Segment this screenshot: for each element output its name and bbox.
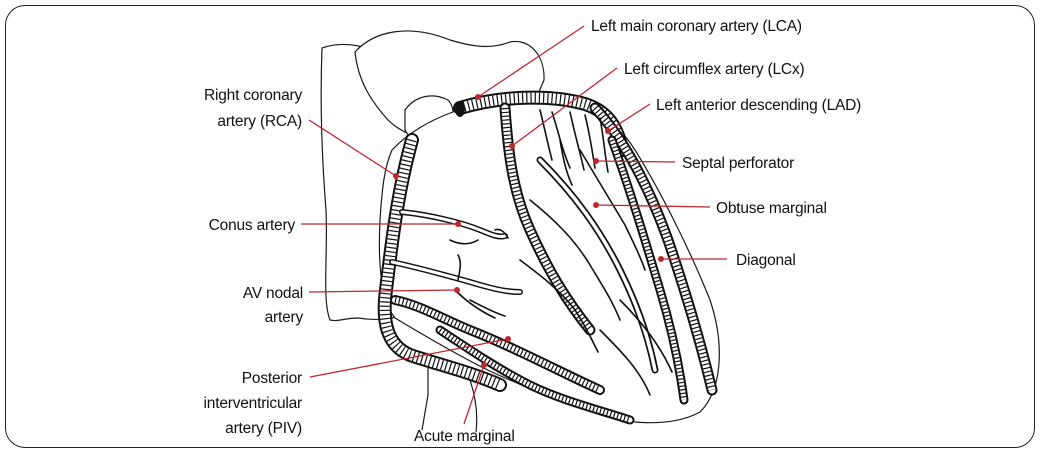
label-piv-line2: interventricular (204, 395, 302, 412)
label-acute: Acute marginal (414, 428, 515, 445)
label-av-line1: AV nodal (243, 285, 303, 302)
dot-acute (481, 362, 487, 368)
label-obtuse: Obtuse marginal (716, 200, 827, 217)
dot-piv (505, 336, 511, 342)
label-diagonal: Diagonal (736, 252, 796, 269)
dot-septal (593, 158, 599, 164)
dot-lad (605, 128, 611, 134)
dot-obtuse (593, 202, 599, 208)
label-piv-line1: Posterior (242, 370, 302, 387)
label-septal: Septal perforator (682, 155, 794, 172)
dot-diagonal (658, 256, 664, 262)
label-conus: Conus artery (209, 217, 296, 234)
label-av-line2: artery (265, 309, 304, 326)
dot-conus (455, 221, 461, 227)
dot-av-nodal (454, 287, 460, 293)
dot-rca (393, 173, 399, 179)
label-piv-line3: artery (PIV) (225, 420, 302, 437)
label-rca-line2: artery (RCA) (217, 113, 302, 130)
label-lad: Left anterior descending (LAD) (656, 97, 861, 114)
label-lcx: Left circumflex artery (LCx) (624, 61, 804, 78)
label-rca-line1: Right coronary (204, 87, 302, 104)
dot-lca (475, 94, 481, 100)
dot-lcx (509, 143, 515, 149)
label-lca: Left main coronary artery (LCA) (591, 18, 802, 35)
